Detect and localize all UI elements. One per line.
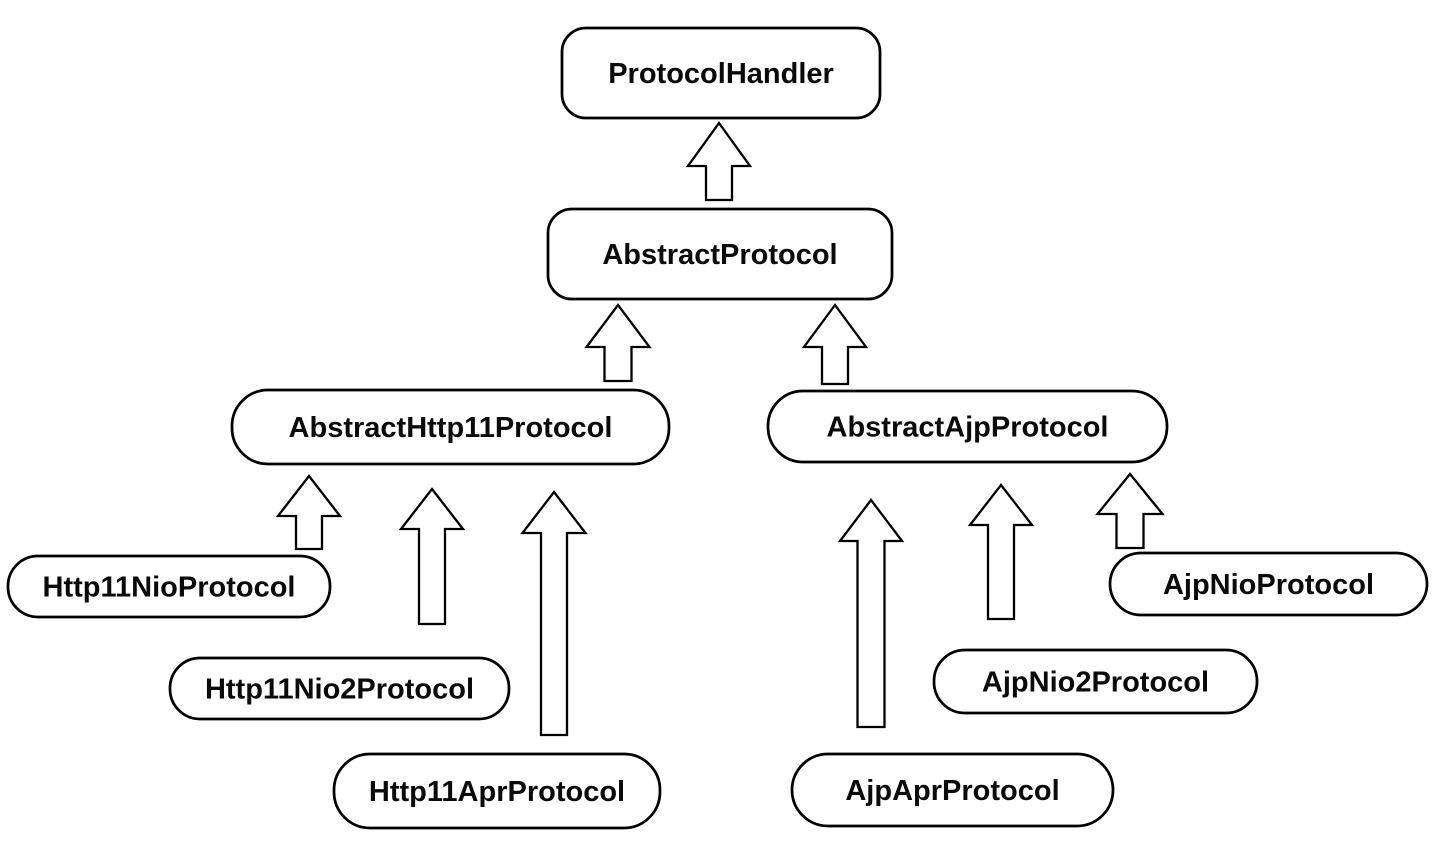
class-node-http11-nio2-protocol: Http11Nio2Protocol	[168, 656, 511, 721]
class-node-box-http11-nio-protocol	[6, 554, 332, 619]
class-node-box-abstract-protocol	[546, 207, 894, 301]
class-node-box-http11-nio2-protocol	[168, 656, 511, 721]
class-node-protocol-handler: ProtocolHandler	[560, 26, 882, 120]
class-node-ajp-nio-protocol: AjpNioProtocol	[1108, 551, 1429, 617]
inheritance-arrow-6-ajpaprprotocol-to-abstractajpprotocol	[837, 498, 905, 729]
class-node-label-http11-nio2-protocol: Http11Nio2Protocol	[205, 674, 474, 706]
inheritance-arrow-7-ajpnio2protocol-to-abstractajpprotocol	[967, 483, 1035, 621]
class-node-label-abstract-protocol: AbstractProtocol	[602, 239, 837, 271]
inheritance-arrow-1-abstracthttp11protocol-to-abstractprotocol	[584, 303, 652, 383]
class-node-box-ajp-nio2-protocol	[932, 648, 1259, 715]
class-node-label-abstract-ajp-protocol: AbstractAjpProtocol	[827, 412, 1109, 444]
inheritance-arrow-5-http11aprprotocol-to-abstracthttp11protocol	[520, 490, 588, 737]
class-node-box-protocol-handler	[560, 26, 882, 120]
class-node-label-protocol-handler: ProtocolHandler	[608, 58, 834, 90]
class-node-http11-nio-protocol: Http11NioProtocol	[6, 554, 332, 619]
inheritance-arrow-4-http11nio2protocol-to-abstracthttp11protocol	[398, 487, 466, 626]
inheritance-arrow-0-abstractprotocol-to-protocolhandler	[685, 121, 753, 202]
class-node-label-ajp-apr-protocol: AjpAprProtocol	[845, 775, 1059, 807]
inheritance-arrow-8-ajpnioprotocol-to-abstractajpprotocol	[1095, 472, 1165, 550]
class-node-box-ajp-apr-protocol	[790, 752, 1115, 828]
class-node-label-abstract-http11-protocol: AbstractHttp11Protocol	[289, 412, 613, 444]
inheritance-arrow-3-http11nioprotocol-to-abstracthttp11protocol	[275, 474, 343, 551]
inheritance-arrow-2-abstractajpprotocol-to-abstractprotocol	[801, 303, 869, 386]
class-node-http11-apr-protocol: Http11AprProtocol	[332, 752, 662, 830]
class-node-ajp-apr-protocol: AjpAprProtocol	[790, 752, 1115, 828]
class-node-box-http11-apr-protocol	[332, 752, 662, 830]
class-node-ajp-nio2-protocol: AjpNio2Protocol	[932, 648, 1259, 715]
class-node-abstract-protocol: AbstractProtocol	[546, 207, 894, 301]
class-node-label-ajp-nio-protocol: AjpNioProtocol	[1163, 569, 1374, 601]
class-node-abstract-http11-protocol: AbstractHttp11Protocol	[230, 388, 671, 466]
class-node-abstract-ajp-protocol: AbstractAjpProtocol	[766, 389, 1169, 464]
class-node-label-http11-apr-protocol: Http11AprProtocol	[369, 776, 625, 808]
class-node-label-http11-nio-protocol: Http11NioProtocol	[43, 572, 296, 604]
class-node-box-abstract-http11-protocol	[230, 388, 671, 466]
class-node-box-ajp-nio-protocol	[1108, 551, 1429, 617]
class-node-label-ajp-nio2-protocol: AjpNio2Protocol	[982, 667, 1209, 699]
class-node-box-abstract-ajp-protocol	[766, 389, 1169, 464]
